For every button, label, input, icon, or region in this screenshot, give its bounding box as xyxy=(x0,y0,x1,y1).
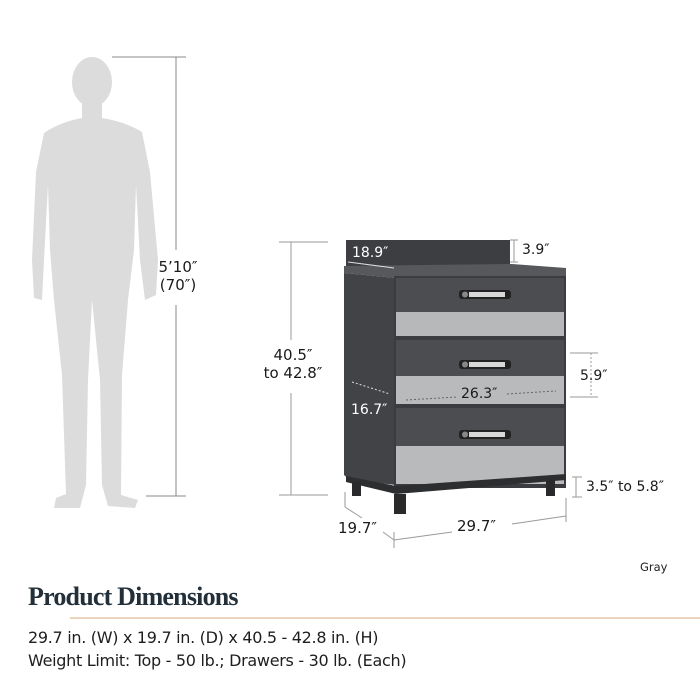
drawer-depth-label: 16.7″ xyxy=(351,402,388,418)
dimensions-spec: 29.7 in. (W) x 19.7 in. (D) x 40.5 - 42.… xyxy=(28,628,379,647)
person-silhouette-icon xyxy=(32,57,158,508)
person-height-feet: 5’10″ xyxy=(158,258,198,276)
drawer-height-label: 5.9″ xyxy=(580,368,608,384)
top-depth-label: 18.9″ xyxy=(352,245,389,261)
person-height-inches: (70″) xyxy=(159,276,197,294)
weight-limit-spec: Weight Limit: Top - 50 lb.; Drawers - 30… xyxy=(28,651,407,670)
overall-width-label: 29.7″ xyxy=(457,517,497,535)
cabinet-illustration xyxy=(344,240,566,514)
cabinet-height-min: 40.5″ xyxy=(273,346,313,364)
cabinet-height-max: to 42.8″ xyxy=(263,364,323,382)
drawer-handle-icon xyxy=(459,430,511,439)
person-height-label: 5’10″ (70″) xyxy=(150,258,206,294)
person-height-dimension xyxy=(112,56,186,497)
section-divider xyxy=(70,617,700,619)
leg-height-label: 3.5″ to 5.8″ xyxy=(586,479,664,495)
cabinet-height-dimension xyxy=(279,241,328,496)
color-variant-label: Gray xyxy=(640,560,668,574)
cabinet-height-label: 40.5″ to 42.8″ xyxy=(248,346,338,382)
section-title: Product Dimensions xyxy=(28,582,239,611)
backsplash-height-label: 3.9″ xyxy=(522,242,550,258)
cabinet-dimension-lines xyxy=(344,239,598,548)
product-dimension-illustration xyxy=(32,56,598,548)
drawer-width-label: 26.3″ xyxy=(461,386,498,402)
drawer-handle-icon xyxy=(459,360,511,369)
overall-depth-label: 19.7″ xyxy=(338,519,378,537)
drawer-handle-icon xyxy=(459,290,511,299)
